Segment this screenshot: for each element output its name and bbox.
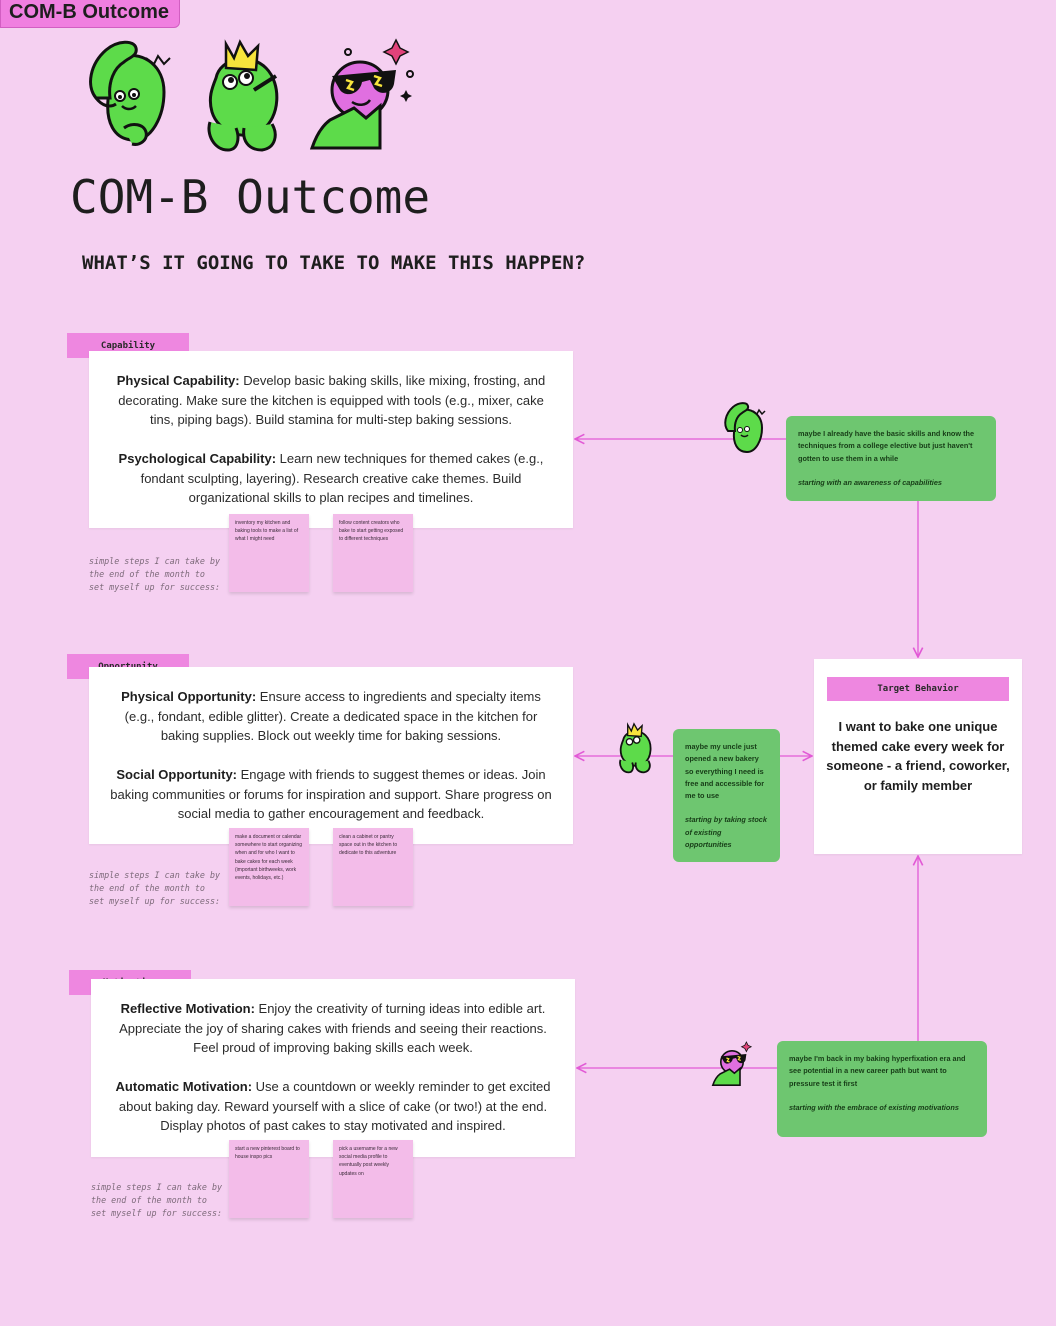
automatic-motivation-heading: Automatic Motivation: — [115, 1079, 253, 1094]
steps-note: simple steps I can take by the end of th… — [91, 1181, 222, 1220]
steps-note-text: simple steps I can take by the end of th… — [91, 1182, 223, 1218]
social-opportunity-text: Engage with friends to suggest themes or… — [110, 767, 552, 821]
opportunity-sticky-note[interactable]: clean a cabinet or pantry space out in t… — [333, 828, 413, 906]
motivation-card: Reflective Motivation: Enjoy the creativ… — [91, 979, 575, 1157]
capability-card: Physical Capability: Develop basic bakin… — [89, 351, 573, 528]
capability-sticky-note[interactable]: inventory my kitchen and baking tools to… — [229, 514, 309, 592]
psychological-capability-heading: Psychological Capability: — [118, 451, 277, 466]
capability-sticky-note[interactable]: follow content creators who bake to star… — [333, 514, 413, 592]
sunglasses-character-icon — [711, 1041, 753, 1087]
opportunity-sticky-note[interactable]: make a document or calendar somewhere to… — [229, 828, 309, 906]
opportunity-card: Physical Opportunity: Ensure access to i… — [89, 667, 573, 844]
reflective-motivation-text: Enjoy the creativity of turning ideas in… — [119, 1001, 547, 1055]
reflective-motivation-heading: Reflective Motivation: — [120, 1001, 255, 1016]
physical-capability-text: Develop basic baking skills, like mixing… — [118, 373, 546, 427]
target-behavior-text: I want to bake one unique themed cake ev… — [826, 719, 1010, 793]
motivation-green-note[interactable]: maybe I'm back in my baking hyperfixatio… — [777, 1041, 987, 1137]
opportunity-note-text: maybe my uncle just opened a new bakery … — [685, 742, 765, 801]
capability-green-note[interactable]: maybe I already have the basic skills an… — [786, 416, 996, 501]
steps-note: simple steps I can take by the end of th… — [89, 555, 220, 594]
frame-label[interactable]: COM-B Outcome — [0, 0, 180, 28]
capability-note-italic: starting with an awareness of capabiliti… — [798, 477, 942, 487]
page-subtitle: WHAT’S IT GOING TO TAKE TO MAKE THIS HAP… — [82, 252, 586, 274]
thinking-character-icon — [89, 40, 171, 146]
capability-note-text: maybe I already have the basic skills an… — [798, 429, 975, 463]
motivation-sticky-note[interactable]: start a new pinterest board to house ins… — [229, 1140, 309, 1218]
crowned-character-icon — [619, 722, 652, 774]
sunglasses-character-icon — [309, 38, 414, 150]
crowned-character-icon — [207, 39, 279, 152]
physical-opportunity-heading: Physical Opportunity: — [121, 689, 257, 704]
opportunity-note-italic: starting by taking stock of existing opp… — [685, 815, 767, 850]
motivation-note-text: maybe I'm back in my baking hyperfixatio… — [789, 1054, 966, 1088]
physical-capability-heading: Physical Capability: — [116, 373, 240, 388]
motivation-sticky-note[interactable]: pick a username for a new social media p… — [333, 1140, 413, 1218]
target-behavior-tag: Target Behavior — [827, 677, 1009, 701]
steps-note-text: simple steps I can take by the end of th… — [89, 870, 221, 906]
steps-note-text: simple steps I can take by the end of th… — [89, 556, 221, 592]
thinking-character-icon — [724, 402, 766, 454]
motivation-note-italic: starting with the embrace of existing mo… — [789, 1102, 959, 1112]
social-opportunity-heading: Social Opportunity: — [116, 767, 238, 782]
steps-note: simple steps I can take by the end of th… — [89, 869, 220, 908]
target-behavior-card: Target Behavior I want to bake one uniqu… — [814, 659, 1022, 854]
physical-opportunity-text: Ensure access to ingredients and special… — [124, 689, 541, 743]
opportunity-green-note[interactable]: maybe my uncle just opened a new bakery … — [673, 729, 780, 862]
psychological-capability-text: Learn new techniques for themed cakes (e… — [140, 451, 544, 505]
automatic-motivation-text: Use a countdown or weekly reminder to ge… — [118, 1079, 551, 1133]
page-title: COM-B Outcome — [70, 170, 431, 224]
